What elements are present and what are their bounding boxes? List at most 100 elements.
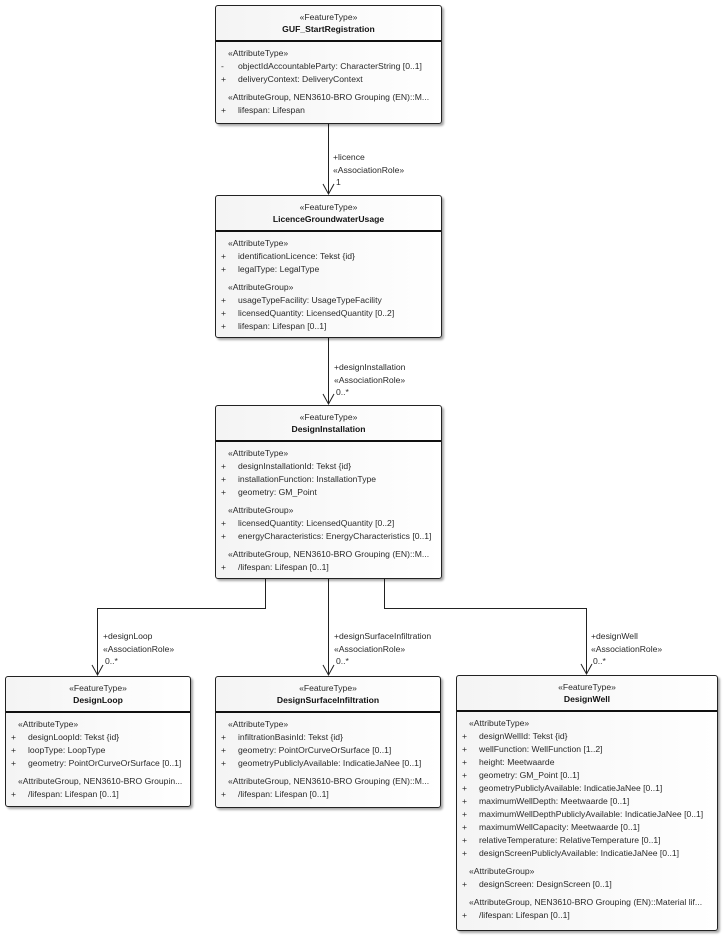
visibility-marker: + [462, 809, 468, 819]
attribute-text: lifespan: Lifespan [238, 105, 305, 115]
multiplicity: 0..* [336, 656, 349, 666]
class-header: «FeatureType» GUF_StartRegistration [216, 6, 441, 42]
class-installation[interactable]: «FeatureType» DesignInstallation «Attrib… [215, 405, 442, 579]
multiplicity: 1 [336, 177, 341, 187]
attribute-text: designWellId: Tekst {id} [479, 731, 568, 741]
role: +designWell [591, 631, 638, 641]
attribute-text: maximumWellCapacity: Meetwaarde [0..1] [479, 822, 640, 832]
attribute-row[interactable]: + infiltrationBasinId: Tekst {id} [216, 731, 440, 744]
attribute-row[interactable]: + energyCharacteristics: EnergyCharacter… [216, 530, 441, 543]
attribute-row[interactable]: + geometry: GM_Point [216, 486, 441, 499]
attribute-row[interactable]: + loopType: LoopType [6, 744, 190, 757]
attribute-text: loopType: LoopType [28, 745, 106, 755]
attribute-section: «AttributeGroup» + designScreen: DesignS… [457, 860, 717, 891]
attribute-row[interactable]: + /lifespan: Lifespan [0..1] [6, 788, 190, 801]
class-stereotype: «FeatureType» [299, 202, 358, 212]
attribute-row[interactable]: + designLoopId: Tekst {id} [6, 731, 190, 744]
attribute-row[interactable]: + relativeTemperature: RelativeTemperatu… [457, 834, 717, 847]
attribute-row[interactable]: + maximumWellDepth: Meetwaarde [0..1] [457, 795, 717, 808]
attribute-row[interactable]: + maximumWellCapacity: Meetwaarde [0..1] [457, 821, 717, 834]
class-name: DesignLoop [73, 695, 123, 705]
attribute-text: geometryPubliclyAvailable: IndicatieJaNe… [238, 758, 422, 768]
visibility-marker: + [11, 789, 17, 799]
attribute-row[interactable]: + geometry: PointOrCurveOrSurface [0..1] [6, 757, 190, 770]
visibility-marker: + [462, 796, 468, 806]
class-guf[interactable]: «FeatureType» GUF_StartRegistration «Att… [215, 5, 442, 124]
class-name: LicenceGroundwaterUsage [272, 214, 385, 224]
multiplicity: 0..* [336, 387, 349, 397]
attribute-text: energyCharacteristics: EnergyCharacteris… [238, 531, 432, 541]
attribute-text: /lifespan: Lifespan [0..1] [28, 789, 119, 799]
section-stereotype: «AttributeGroup» [228, 282, 294, 292]
role: +designSurfaceInfiltration [334, 631, 432, 641]
attribute-row[interactable]: + identificationLicence: Tekst {id} [216, 250, 441, 263]
attribute-row[interactable]: + designInstallationId: Tekst {id} [216, 460, 441, 473]
class-well[interactable]: «FeatureType» DesignWell «AttributeType»… [456, 675, 718, 931]
attribute-row[interactable]: + geometry: GM_Point [0..1] [457, 769, 717, 782]
visibility-marker: + [462, 835, 468, 845]
section-stereotype: «AttributeGroup» [469, 866, 535, 876]
section-stereotype: «AttributeType» [228, 48, 289, 58]
attribute-row[interactable]: + wellFunction: WellFunction [1..2] [457, 743, 717, 756]
visibility-marker: + [462, 783, 468, 793]
attribute-row[interactable]: + lifespan: Lifespan [0..1] [216, 320, 441, 333]
attribute-row[interactable]: + /lifespan: Lifespan [0..1] [216, 788, 440, 801]
class-surface[interactable]: «FeatureType» DesignSurfaceInfiltration … [215, 676, 441, 808]
visibility-marker: + [221, 487, 227, 497]
attribute-row[interactable]: + geometry: PointOrCurveOrSurface [0..1] [216, 744, 440, 757]
attribute-text: wellFunction: WellFunction [1..2] [479, 744, 603, 754]
stereotype: «AssociationRole» [334, 643, 406, 654]
visibility-marker: + [462, 744, 468, 754]
attribute-section: «AttributeType» + infiltrationBasinId: T… [216, 713, 440, 770]
attribute-row[interactable]: + deliveryContext: DeliveryContext [216, 73, 441, 86]
association-loop-label: +designLoop «AssociationRole» 0..* [103, 630, 174, 668]
attribute-row[interactable]: + licensedQuantity: LicensedQuantity [0.… [216, 307, 441, 320]
attribute-section: «AttributeType» - objectIdAccountablePar… [216, 42, 441, 86]
visibility-marker: + [221, 74, 227, 84]
attribute-row[interactable]: + /lifespan: Lifespan [0..1] [216, 561, 441, 574]
multiplicity: 0..* [593, 656, 606, 666]
attribute-row[interactable]: + geometryPubliclyAvailable: IndicatieJa… [216, 757, 440, 770]
stereotype: «AssociationRole» [334, 374, 406, 385]
section-stereotype: «AttributeType» [228, 238, 289, 248]
section-stereotype: «AttributeGroup, NEN3610-BRO Grouping (E… [228, 92, 430, 102]
visibility-marker: + [221, 251, 227, 261]
attribute-row[interactable]: + installationFunction: InstallationType [216, 473, 441, 486]
stereotype: «AssociationRole» [103, 643, 175, 654]
attribute-row[interactable]: + designWellId: Tekst {id} [457, 730, 717, 743]
visibility-marker: + [221, 518, 227, 528]
visibility-marker: + [221, 105, 227, 115]
attribute-section: «AttributeGroup, NEN3610-BRO Grouping (E… [216, 543, 441, 574]
attribute-row[interactable]: + designScreenPubliclyAvailable: Indicat… [457, 847, 717, 860]
attribute-text: installationFunction: InstallationType [238, 474, 377, 484]
attribute-row[interactable]: + maximumWellDepthPubliclyAvailable: Ind… [457, 808, 717, 821]
attribute-text: infiltrationBasinId: Tekst {id} [238, 732, 343, 742]
attribute-row[interactable]: + lifespan: Lifespan [216, 104, 441, 117]
attribute-row[interactable]: + licensedQuantity: LicensedQuantity [0.… [216, 517, 441, 530]
arrowhead-well [580, 663, 593, 676]
attribute-row[interactable]: + designScreen: DesignScreen [0..1] [457, 878, 717, 891]
attribute-text: designInstallationId: Tekst {id} [238, 461, 352, 471]
visibility-marker: + [462, 879, 468, 889]
attribute-row[interactable]: - objectIdAccountableParty: CharacterStr… [216, 60, 441, 73]
class-loop[interactable]: «FeatureType» DesignLoop «AttributeType»… [5, 676, 191, 807]
visibility-marker: + [221, 461, 227, 471]
attribute-section: «AttributeType» + designWellId: Tekst {i… [457, 712, 717, 860]
visibility-marker: + [221, 758, 227, 768]
attribute-row[interactable]: + /lifespan: Lifespan [0..1] [457, 909, 717, 922]
association-loop-line [97, 578, 266, 675]
attribute-row[interactable]: + usageTypeFacility: UsageTypeFacility [216, 294, 441, 307]
attribute-text: usageTypeFacility: UsageTypeFacility [238, 295, 382, 305]
class-licence[interactable]: «FeatureType» LicenceGroundwaterUsage «A… [215, 195, 442, 338]
class-name: GUF_StartRegistration [282, 24, 375, 34]
class-stereotype: «FeatureType» [69, 683, 127, 693]
attribute-text: licensedQuantity: LicensedQuantity [0..2… [238, 308, 395, 318]
attribute-text: relativeTemperature: RelativeTemperature… [479, 835, 661, 845]
attribute-row[interactable]: + height: Meetwaarde [457, 756, 717, 769]
visibility-marker: + [462, 822, 468, 832]
attribute-section: «AttributeGroup, NEN3610-BRO Grouping (E… [216, 86, 441, 117]
attribute-row[interactable]: + legalType: LegalType [216, 263, 441, 276]
class-stereotype: «FeatureType» [558, 682, 616, 692]
attribute-row[interactable]: + geometryPubliclyAvailable: IndicatieJa… [457, 782, 717, 795]
